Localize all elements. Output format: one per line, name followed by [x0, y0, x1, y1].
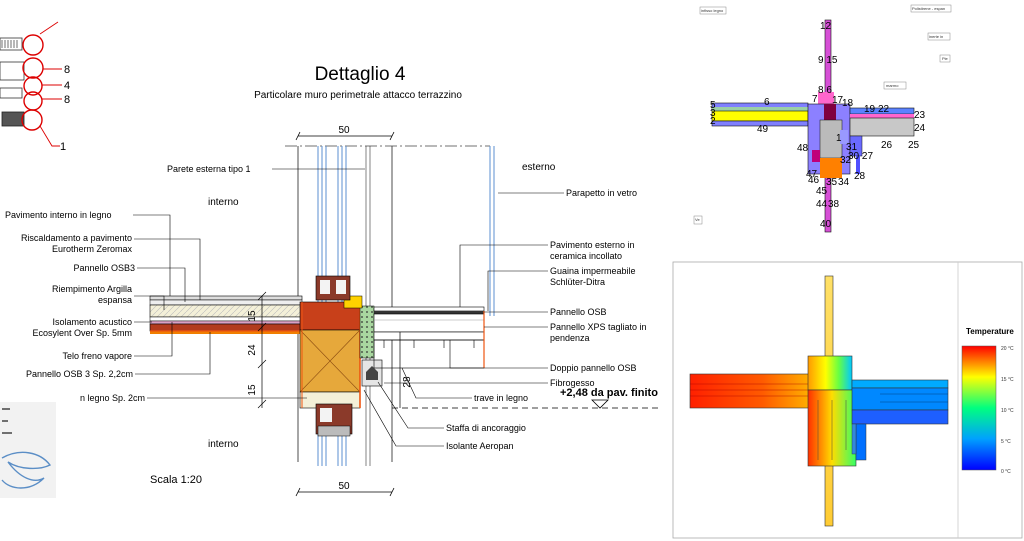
- model-number: 28: [854, 171, 866, 182]
- legend-title: Temperature: [966, 327, 1014, 336]
- model-number: 25: [908, 140, 920, 151]
- detail-subtitle: Particolare muro perimetrale attacco ter…: [254, 90, 462, 101]
- dim-bottom: 50: [338, 481, 350, 492]
- label-left: Eurotherm Zeromax: [52, 244, 133, 254]
- label-left: Pannello OSB 3 Sp. 2,2cm: [26, 369, 133, 379]
- model-number: 19: [864, 104, 876, 115]
- label-right: Pannello OSB: [550, 307, 607, 317]
- model-number: 46: [808, 175, 820, 186]
- key-callout-circle: [22, 57, 44, 79]
- model-number: 5: [710, 100, 716, 111]
- room-label-exterior: esterno: [522, 162, 556, 173]
- key-number: 8: [64, 64, 70, 76]
- label-right: pendenza: [550, 333, 590, 343]
- legend-tick: 5 °C: [1001, 439, 1011, 445]
- label-left: n legno Sp. 2cm: [80, 393, 145, 403]
- label-right: Parapetto in vetro: [566, 188, 637, 198]
- model-number: 24: [914, 123, 926, 134]
- model-tag: Polistirene - espan: [912, 6, 945, 11]
- label-left: Pannello OSB3: [73, 263, 135, 273]
- room-label-interior: interno: [208, 197, 239, 208]
- legend-tick: 15 °C: [1001, 377, 1014, 383]
- model-number: 22: [878, 104, 890, 115]
- label-left: Riempimento Argilla: [52, 284, 132, 294]
- thermal-simulation: Temperature 20 °C 15 °C 10 °C 5 °C 0 °C: [672, 261, 1023, 539]
- material-model: infisso legno Polistirene - espan inerte…: [693, 0, 952, 245]
- label-right: Parete esterna tipo 1: [167, 164, 251, 174]
- key-number: 8: [64, 94, 70, 106]
- key-callout-circle: [21, 109, 43, 131]
- model-number: 18: [842, 98, 854, 109]
- section-drawing: Dettaglio 4 Particolare muro perimetrale…: [5, 64, 660, 497]
- model-number: 8 6: [818, 85, 832, 96]
- model-tag: inerte in: [929, 34, 943, 39]
- left-labels: Pavimento interno in legno Riscaldamento…: [5, 210, 307, 403]
- model-number: 45: [816, 186, 828, 197]
- model-number: 2: [710, 116, 716, 127]
- model-tag: infisso legno: [701, 8, 724, 13]
- model-number: 40: [820, 219, 832, 230]
- label-left: Riscaldamento a pavimento: [21, 233, 132, 243]
- vertical-dims: 15 24 15 28: [247, 291, 413, 409]
- logo-fragment: [0, 402, 56, 498]
- label-left: Pavimento interno in legno: [5, 210, 112, 220]
- model-number: 6: [764, 97, 770, 108]
- model-number: 7: [812, 94, 818, 105]
- key-number: 1: [60, 141, 66, 153]
- model-number: 3: [710, 108, 716, 119]
- label-right: Staffa di ancoraggio: [446, 423, 526, 433]
- model-number: 38: [828, 199, 840, 210]
- model-number: 30 27: [848, 151, 873, 162]
- model-number: 17: [832, 95, 844, 106]
- model-number: 12: [820, 21, 832, 32]
- scale-label: Scala 1:20: [150, 474, 202, 486]
- model-number: 35: [826, 177, 838, 188]
- dim-vertical: 15: [247, 384, 258, 396]
- model-tag: Pie: [942, 56, 949, 61]
- model-number: 49: [757, 124, 769, 135]
- model-number: 1: [836, 133, 842, 144]
- label-right: Pannello XPS tagliato in: [550, 322, 647, 332]
- label-left: Isolamento acustico: [52, 317, 132, 327]
- room-label-interior: interno: [208, 439, 239, 450]
- label-left: espansa: [98, 295, 132, 305]
- key-callout-circle: [22, 34, 44, 56]
- key-callout-circle: [23, 76, 43, 96]
- legend-tick: 0 °C: [1001, 469, 1011, 475]
- label-right: Isolante Aeropan: [446, 441, 514, 451]
- label-right: ceramica incollato: [550, 251, 622, 261]
- model-number: 34: [838, 177, 850, 188]
- label-right: Doppio pannello OSB: [550, 363, 637, 373]
- legend-tick: 20 °C: [1001, 346, 1014, 352]
- key-number: 4: [64, 80, 70, 92]
- model-number: 26: [881, 140, 893, 151]
- label-right: trave in legno: [474, 393, 528, 403]
- label-right: Guaina impermeabile: [550, 266, 636, 276]
- model-number: 44: [816, 199, 828, 210]
- model-number: 47: [806, 169, 818, 180]
- legend-colorbar: [961, 345, 997, 471]
- dim-vertical: 28: [402, 376, 413, 388]
- model-number: 31: [846, 142, 858, 153]
- dim-vertical: 15: [247, 310, 258, 322]
- model-tag: Ve: [695, 217, 700, 222]
- model-number: 9 15: [818, 55, 838, 66]
- level-label: +2,48 da pav. finito: [560, 387, 658, 399]
- label-right: Fibrogesso: [550, 378, 595, 388]
- legend-tick: 10 °C: [1001, 408, 1014, 414]
- dim-top: 50: [338, 125, 350, 136]
- label-left: Ecosylent Over Sp. 5mm: [32, 328, 132, 338]
- model-number: 23: [914, 110, 926, 121]
- right-labels: Parete esterna tipo 1 Parapetto in vetro…: [167, 164, 647, 451]
- dim-vertical: 24: [247, 344, 258, 356]
- label-right: Pavimento esterno in: [550, 240, 635, 250]
- label-right: Schlüter-Ditra: [550, 277, 605, 287]
- label-left: Telo freno vapore: [62, 351, 132, 361]
- model-number: 32: [840, 155, 852, 166]
- model-tag: marmo: [886, 83, 899, 88]
- model-number: 48: [797, 143, 809, 154]
- detail-title: Dettaglio 4: [315, 64, 406, 85]
- key-detail: 8 4 8 1: [0, 21, 70, 153]
